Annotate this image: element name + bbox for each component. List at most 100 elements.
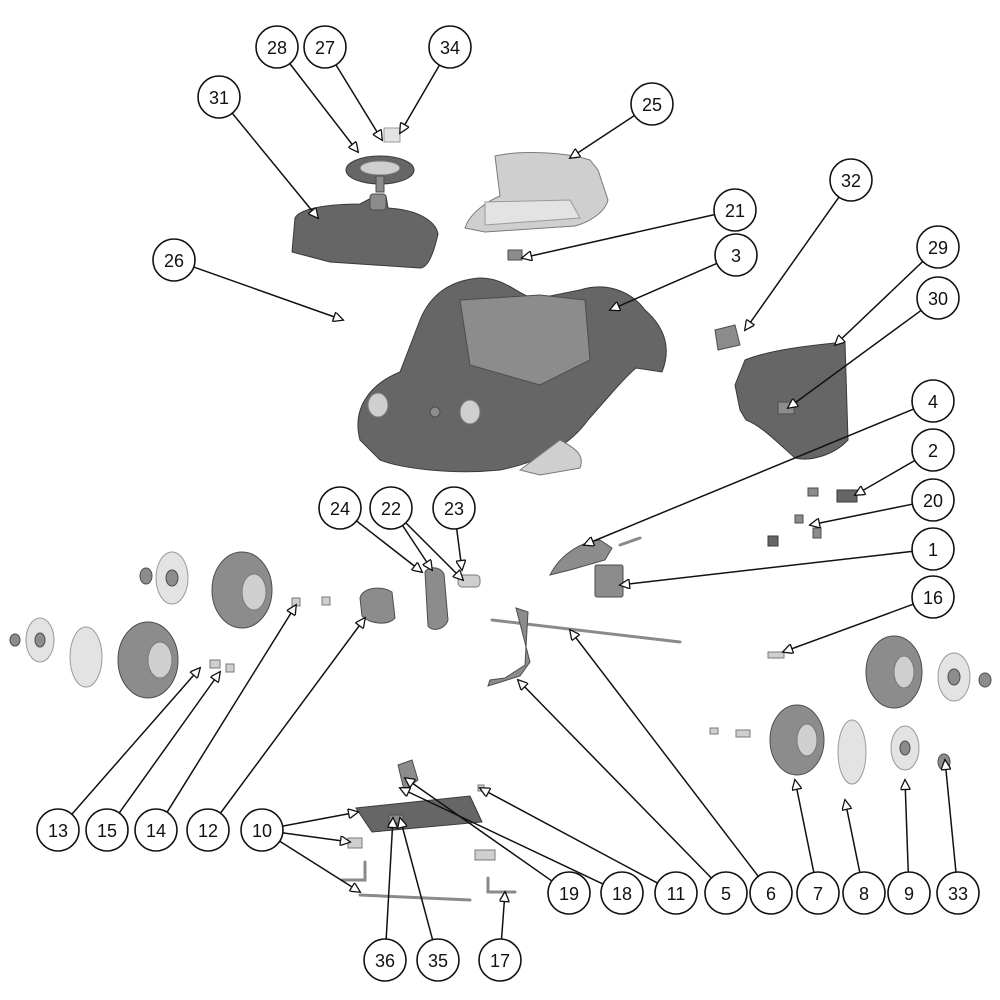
leader-line-31 xyxy=(231,112,318,218)
callout-number: 18 xyxy=(612,884,632,904)
leader-line-25 xyxy=(570,114,635,158)
callout-circle xyxy=(911,527,955,571)
leader-line-8 xyxy=(845,800,861,873)
gear-box xyxy=(359,567,481,630)
leader-line-16 xyxy=(783,603,914,652)
callout-circle xyxy=(916,276,960,320)
callout-circle xyxy=(428,25,472,69)
axle xyxy=(487,607,682,687)
callout-21: 21 xyxy=(713,188,757,232)
leader-line-17 xyxy=(502,892,505,940)
side-panel xyxy=(714,324,849,460)
leader-line-10-3 xyxy=(279,840,360,892)
callout-number: 2 xyxy=(928,441,938,461)
dashboard xyxy=(291,193,439,269)
callout-22: 22 xyxy=(369,486,413,530)
callout-5: 5 xyxy=(704,871,748,915)
leader-line-12 xyxy=(219,618,365,814)
callout-circle xyxy=(600,871,644,915)
callout-circle xyxy=(713,188,757,232)
leader-line-2 xyxy=(855,459,916,495)
callout-33: 33 xyxy=(936,871,980,915)
callout-circle xyxy=(36,808,80,852)
callout-32: 32 xyxy=(829,158,873,202)
leader-line-22-1 xyxy=(401,525,432,570)
callout-circle xyxy=(887,871,931,915)
callout-35: 35 xyxy=(416,938,460,982)
callout-circle xyxy=(829,158,873,202)
leader-lines xyxy=(71,63,957,940)
callout-3: 3 xyxy=(714,233,758,277)
callout-4: 4 xyxy=(911,379,955,423)
callout-19: 19 xyxy=(547,871,591,915)
callout-number: 27 xyxy=(315,38,335,58)
leader-line-11 xyxy=(480,788,658,884)
leader-line-1 xyxy=(620,550,913,585)
leader-line-26 xyxy=(193,266,343,320)
callout-number: 21 xyxy=(725,201,745,221)
leader-line-20 xyxy=(810,503,913,525)
callout-15: 15 xyxy=(85,808,129,852)
callout-circle xyxy=(197,75,241,119)
leader-line-27 xyxy=(335,64,382,140)
callout-number: 14 xyxy=(146,821,166,841)
callout-1: 1 xyxy=(911,527,955,571)
callout-31: 31 xyxy=(197,75,241,119)
callout-number: 33 xyxy=(948,884,968,904)
callout-circle xyxy=(749,871,793,915)
leader-line-3 xyxy=(610,262,718,310)
leader-line-19 xyxy=(405,778,553,882)
callout-7: 7 xyxy=(796,871,840,915)
leader-line-10-2 xyxy=(282,832,350,842)
callout-circle xyxy=(318,486,362,530)
callout-circle xyxy=(186,808,230,852)
callout-circle xyxy=(152,238,196,282)
callout-number: 9 xyxy=(904,884,914,904)
callout-circle xyxy=(240,808,284,852)
callout-number: 25 xyxy=(642,95,662,115)
callout-circle xyxy=(363,938,407,982)
callout-number: 20 xyxy=(923,491,943,511)
callout-16: 16 xyxy=(911,575,955,619)
callout-26: 26 xyxy=(152,238,196,282)
callout-18: 18 xyxy=(600,871,644,915)
callout-23: 23 xyxy=(432,486,476,530)
right-wheel-set xyxy=(709,635,992,785)
callout-number: 36 xyxy=(375,951,395,971)
leader-line-5 xyxy=(518,680,712,879)
callout-number: 23 xyxy=(444,499,464,519)
callout-circle xyxy=(842,871,886,915)
callout-circle xyxy=(630,82,674,126)
callout-number: 34 xyxy=(440,38,460,58)
callout-number: 7 xyxy=(813,884,823,904)
left-wheel-set xyxy=(9,551,331,699)
callout-34: 34 xyxy=(428,25,472,69)
callout-circle xyxy=(432,486,476,530)
callout-circle xyxy=(255,25,299,69)
callout-14: 14 xyxy=(134,808,178,852)
steering-wheel xyxy=(345,127,415,193)
callout-number: 29 xyxy=(928,238,948,258)
callout-11: 11 xyxy=(654,871,698,915)
callout-number: 16 xyxy=(923,588,943,608)
leader-line-28 xyxy=(289,63,358,152)
callout-number: 4 xyxy=(928,392,938,412)
leader-line-14 xyxy=(166,605,296,813)
callout-number: 24 xyxy=(330,499,350,519)
callout-number: 6 xyxy=(766,884,776,904)
leader-line-24 xyxy=(356,520,422,572)
callout-27: 27 xyxy=(303,25,347,69)
callout-circle xyxy=(369,486,413,530)
leader-line-30 xyxy=(788,309,922,408)
callout-circle xyxy=(911,575,955,619)
callout-number: 5 xyxy=(721,884,731,904)
leader-line-10-1 xyxy=(282,812,358,827)
callout-number: 11 xyxy=(667,884,686,904)
callout-circle xyxy=(478,938,522,982)
switch-parts xyxy=(767,487,858,547)
leader-line-34 xyxy=(400,64,441,133)
callout-number: 30 xyxy=(928,289,948,309)
leader-line-32 xyxy=(745,196,840,330)
motor-cover xyxy=(549,536,642,598)
